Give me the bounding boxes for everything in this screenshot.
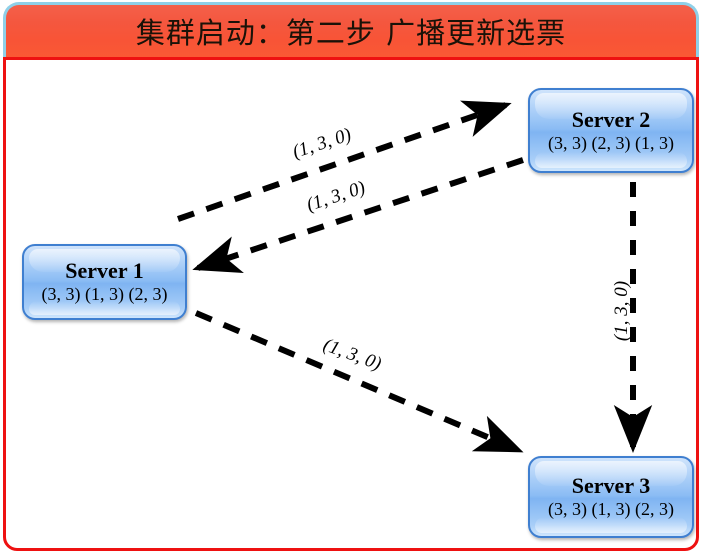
node-server-2[interactable]: Server 2 (3, 3) (2, 3) (1, 3)	[528, 88, 694, 173]
node-server-3[interactable]: Server 3 (3, 3) (1, 3) (2, 3)	[528, 456, 694, 538]
node-server-2-title: Server 2	[571, 106, 651, 132]
node-server-3-title: Server 3	[571, 473, 651, 499]
node-server-1-votes: (3, 3) (1, 3) (2, 3)	[41, 284, 168, 305]
edge-label-server2-to-server3: (1, 3, 0)	[611, 280, 633, 342]
node-server-3-votes: (3, 3) (1, 3) (2, 3)	[548, 499, 674, 520]
node-server-1[interactable]: Server 1 (3, 3) (1, 3) (2, 3)	[22, 244, 187, 320]
page-title: 集群启动：第二步 广播更新选票	[135, 16, 567, 50]
node-server-1-title: Server 1	[65, 258, 144, 284]
title-bar: 集群启动：第二步 广播更新选票	[3, 2, 699, 62]
node-server-2-votes: (3, 3) (2, 3) (1, 3)	[548, 132, 674, 153]
